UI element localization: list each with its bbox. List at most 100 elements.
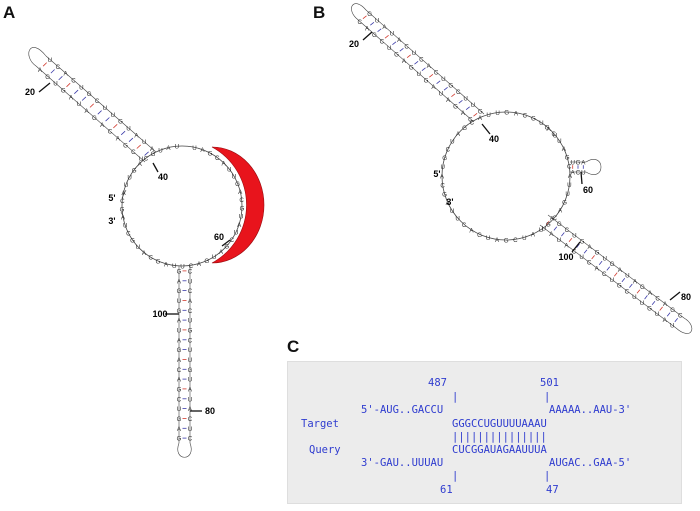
marker-tick bbox=[669, 291, 681, 301]
nucleotide: G bbox=[132, 167, 137, 174]
base-pair bbox=[651, 300, 656, 306]
nucleotide: G bbox=[478, 108, 483, 115]
nucleotide: A bbox=[237, 222, 242, 229]
nucleotide: G bbox=[610, 261, 615, 268]
nucleotide: C bbox=[552, 215, 557, 222]
nucleotide: U bbox=[177, 298, 181, 305]
nucleotide: G bbox=[204, 258, 209, 265]
nucleotide: G bbox=[130, 238, 135, 245]
nucleotide: A bbox=[568, 173, 573, 180]
nucleotide: C bbox=[189, 263, 194, 270]
marker-tick bbox=[362, 31, 373, 41]
nucleotide: G bbox=[504, 238, 509, 245]
nucleotide: C bbox=[95, 98, 100, 105]
base-pair bbox=[436, 80, 441, 85]
nucleotide: U bbox=[441, 76, 445, 83]
nucleotide: C bbox=[456, 89, 461, 96]
base-pair bbox=[545, 220, 550, 225]
nucleotide: C bbox=[188, 416, 193, 423]
nucleotide: A bbox=[588, 244, 593, 251]
nucleotide: A bbox=[188, 298, 193, 305]
nucleotide: G bbox=[208, 151, 213, 158]
base-pair bbox=[636, 289, 641, 294]
base-pair bbox=[89, 103, 94, 108]
nucleotide: G bbox=[670, 307, 675, 314]
nucleotide: C bbox=[567, 164, 572, 171]
nucleotide: U bbox=[175, 144, 179, 151]
nucleotide: A bbox=[427, 63, 432, 70]
nucleotide: G bbox=[177, 347, 182, 354]
nucleotide: A bbox=[177, 318, 182, 325]
nucleotide: A bbox=[219, 249, 224, 256]
nucleotide: G bbox=[562, 200, 567, 207]
nucleotide: A bbox=[397, 37, 402, 44]
nucleotide: U bbox=[572, 233, 576, 240]
nucleotide: A bbox=[549, 231, 554, 238]
three-prime-label-a: 3' bbox=[108, 216, 115, 226]
nucleotide: A bbox=[663, 301, 668, 308]
base-pair bbox=[421, 67, 426, 72]
nucleotide: C bbox=[440, 182, 445, 189]
nucleotide: U bbox=[234, 230, 238, 237]
nucleotide: A bbox=[164, 261, 169, 268]
hairpin-loop-b3 bbox=[585, 159, 602, 175]
nucleotide: U bbox=[53, 81, 57, 88]
nucleotide: U bbox=[471, 102, 475, 109]
nucleotide: U bbox=[177, 327, 181, 334]
nucleotide: U bbox=[79, 84, 83, 91]
position-label-20: 20 bbox=[25, 87, 35, 97]
nucleotide: C bbox=[380, 38, 385, 45]
nucleotide: G bbox=[372, 32, 377, 39]
base-pair bbox=[458, 99, 463, 104]
base-pair bbox=[451, 93, 456, 98]
nucleotide: U bbox=[180, 264, 184, 271]
nucleotide: A bbox=[550, 215, 555, 222]
nucleotide: A bbox=[85, 108, 90, 115]
nucleotide: U bbox=[136, 244, 140, 251]
panel-label-c: C bbox=[287, 337, 300, 356]
helix-b1-strand bbox=[355, 17, 475, 123]
nucleotide: G bbox=[424, 77, 429, 84]
nucleotide: A bbox=[440, 173, 445, 180]
base-pair bbox=[606, 266, 611, 271]
nucleotide: C bbox=[551, 131, 556, 138]
position-61: 61 bbox=[440, 484, 453, 496]
base-pair bbox=[406, 54, 411, 59]
nucleotide: A bbox=[100, 122, 105, 129]
nucleotide: G bbox=[235, 181, 240, 188]
position-label-40: 40 bbox=[158, 172, 168, 182]
query-outer-right: AUGAC..GAA-5' bbox=[549, 457, 632, 469]
position-label-100: 100 bbox=[558, 252, 573, 262]
nucleotide: C bbox=[239, 197, 244, 204]
nucleotide: G bbox=[177, 288, 182, 295]
nucleotide: U bbox=[553, 132, 557, 139]
position-label-100: 100 bbox=[152, 309, 167, 319]
base-pair bbox=[473, 112, 478, 117]
nucleotide: C bbox=[188, 337, 193, 344]
nucleotide: U bbox=[48, 57, 52, 64]
nucleotide: G bbox=[647, 306, 652, 313]
position-label-60: 60 bbox=[583, 185, 593, 195]
nucleotide: G bbox=[224, 243, 229, 250]
base-pair bbox=[561, 232, 565, 237]
base-pair bbox=[50, 69, 55, 74]
helix-a1-strand bbox=[45, 55, 157, 153]
nucleotide: U bbox=[450, 139, 454, 146]
nucleotide: G bbox=[477, 232, 482, 239]
nucleotide: A bbox=[618, 267, 623, 274]
base-pair bbox=[105, 117, 110, 122]
nucleotide: G bbox=[367, 11, 372, 18]
nucleotide: A bbox=[402, 58, 407, 65]
nucleotide: A bbox=[197, 261, 202, 268]
helix-a1-strand bbox=[35, 65, 146, 163]
nucleotide: G bbox=[240, 205, 245, 212]
nucleotide: U bbox=[77, 101, 81, 108]
position-487: 487 bbox=[428, 377, 447, 389]
nucleotide: C bbox=[126, 230, 131, 237]
base-pair bbox=[74, 89, 79, 94]
nucleotide: C bbox=[513, 237, 518, 244]
base-pair bbox=[659, 306, 663, 311]
position-501: 501 bbox=[540, 377, 559, 389]
nucleotide: U bbox=[632, 294, 636, 301]
nucleotide: A bbox=[177, 357, 182, 364]
